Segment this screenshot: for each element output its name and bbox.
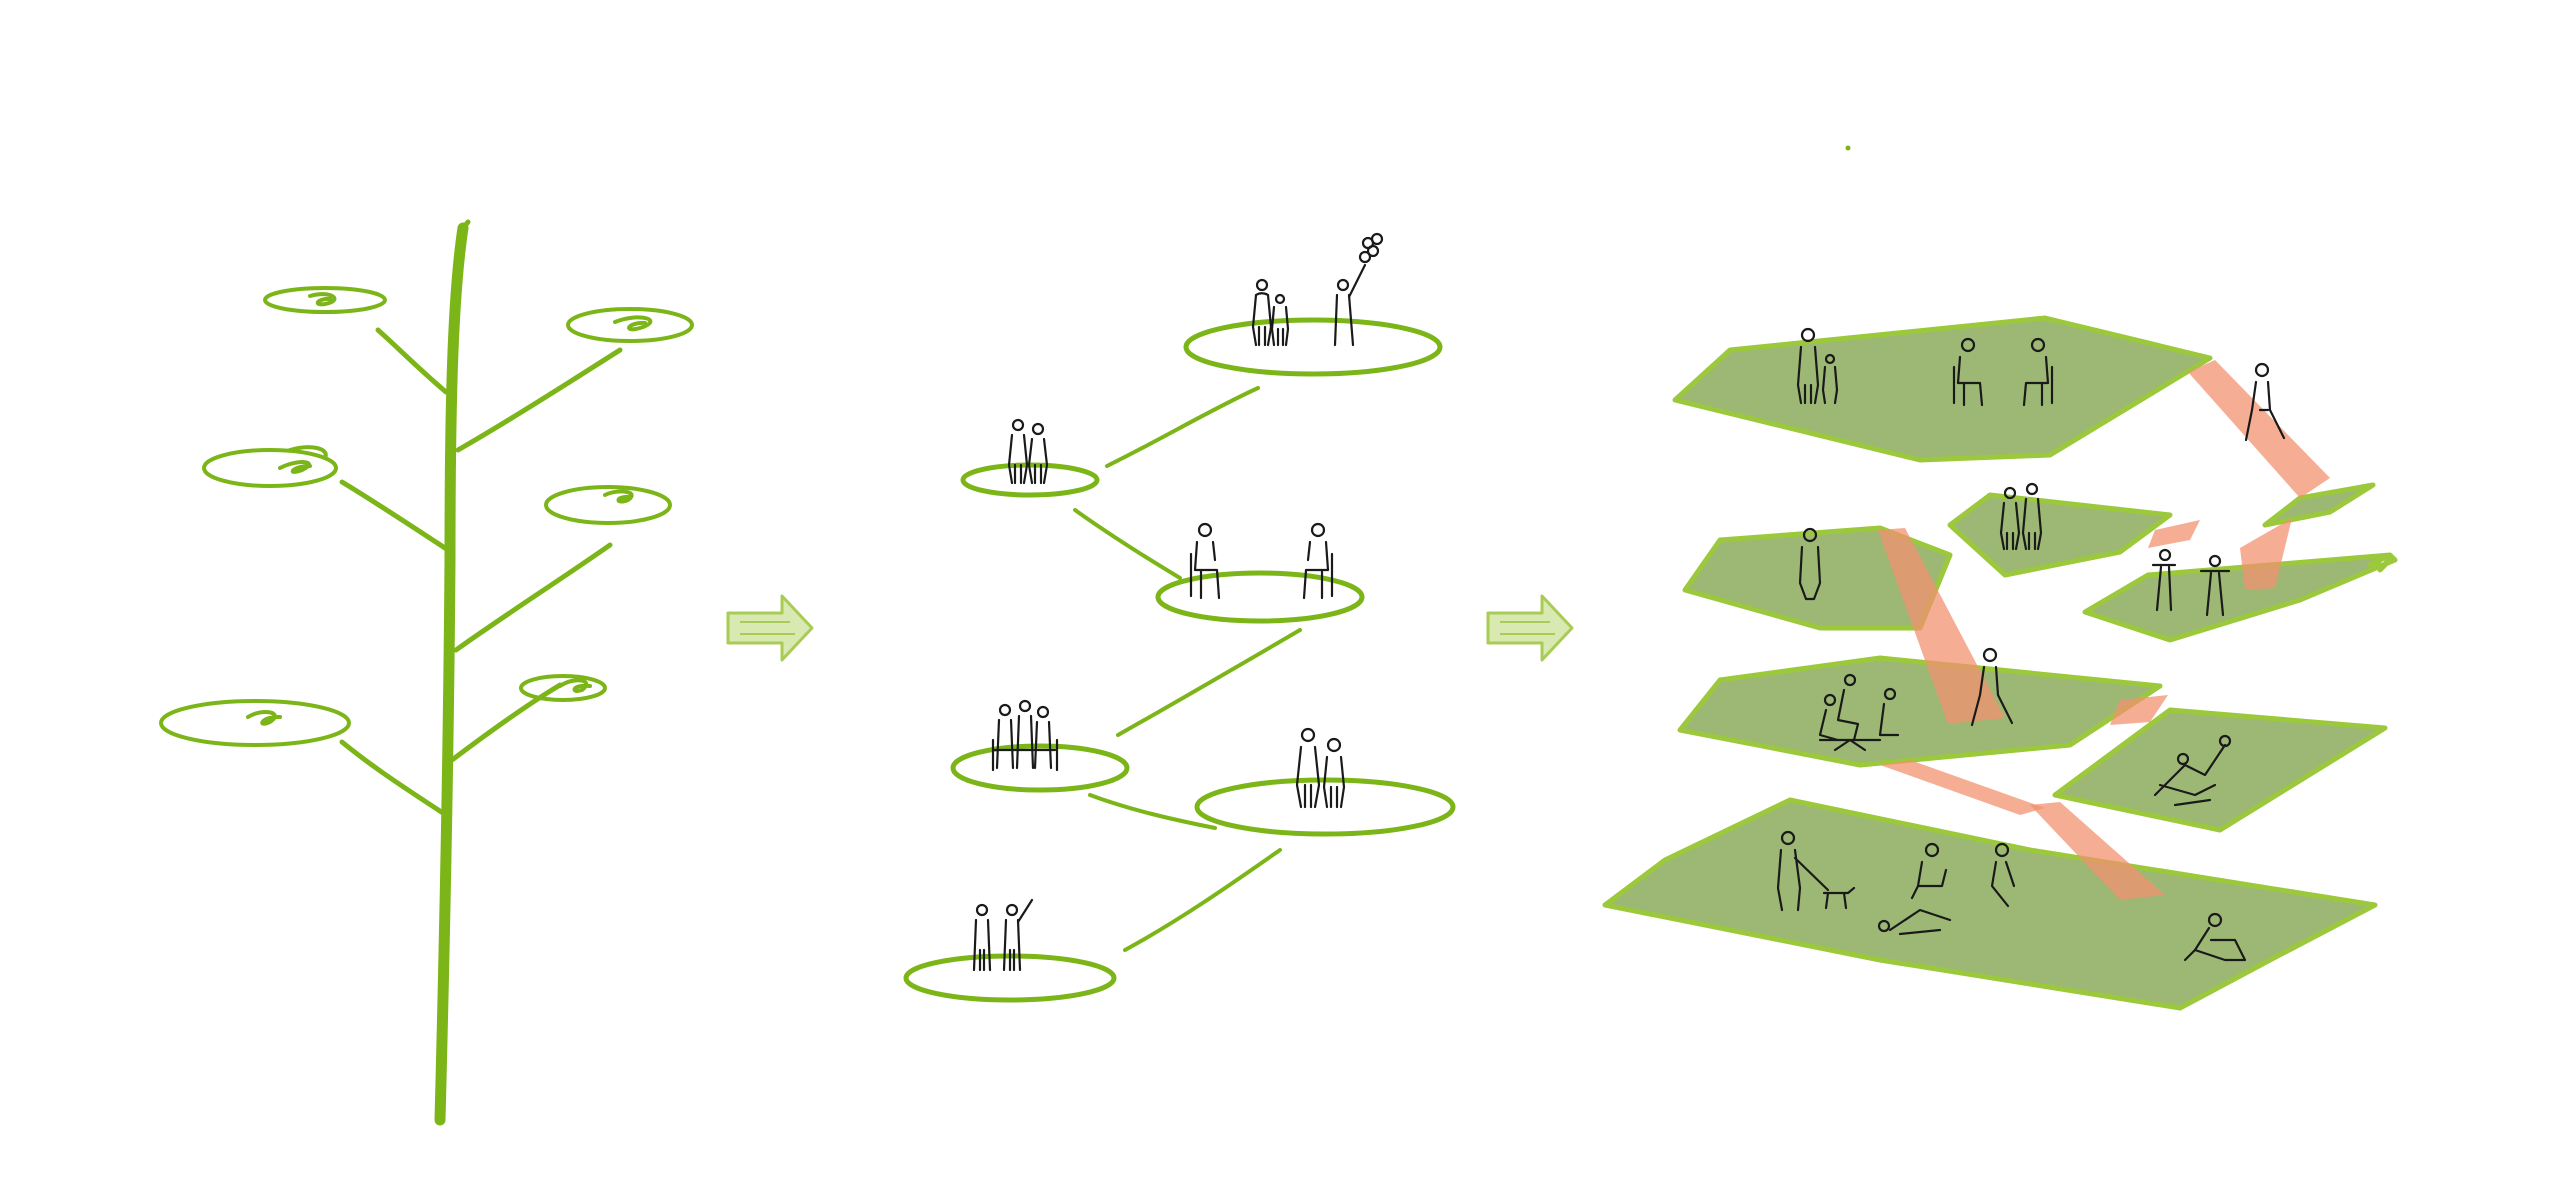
bridge-lower-right [2110, 695, 2168, 725]
group-at-table-icon [991, 699, 1059, 772]
plane-small-right [2262, 482, 2376, 528]
bridge-right-connector [2240, 518, 2292, 590]
connector-3 [1116, 628, 1302, 737]
standing-couple-icon [1007, 418, 1049, 485]
branch-3 [339, 479, 451, 553]
connector-4 [1088, 793, 1217, 830]
sitting-people-icon [1910, 842, 2016, 908]
bridges [1878, 360, 2330, 900]
leaf-pad-5 [519, 674, 607, 702]
branch-6 [339, 739, 449, 818]
arrow-1 [726, 594, 814, 662]
right-arrow-icon [726, 594, 814, 662]
connector-5 [1123, 848, 1282, 952]
plane-top [1672, 315, 2213, 463]
playing-children-icon [2151, 548, 2231, 617]
floating-pads-panel [903, 232, 1456, 1003]
standing-person-icon [1798, 527, 1822, 601]
tree-leaf-pads [159, 286, 694, 747]
leaf-pad-1 [263, 286, 387, 314]
plane-mid-center [1947, 492, 2173, 578]
standing-couple-icon [1999, 482, 2043, 551]
stray-dot [1845, 145, 1851, 151]
bridge-lower-diagonal [1880, 760, 2045, 815]
branch-2 [455, 347, 623, 453]
people-figures-planes [1776, 327, 2286, 962]
plane-lower-right [2052, 707, 2388, 833]
people-figures-pads [972, 232, 1384, 972]
dog-walker-icon [1776, 830, 1856, 912]
standing-couple-icon [1295, 727, 1346, 809]
pad-lower-left [950, 743, 1130, 793]
leaf-pad-3 [202, 445, 338, 488]
seated-person-icon [2022, 337, 2054, 407]
plane-mid-right [2082, 552, 2398, 643]
pad-middle [1155, 570, 1365, 624]
seated-person-icon [1952, 337, 1984, 407]
reclining-people-icon [2153, 734, 2232, 807]
seated-person-icon [1302, 522, 1334, 600]
main-stem-tip [460, 219, 471, 231]
branch-5 [449, 682, 563, 763]
standing-couple-icon [1251, 278, 1290, 347]
connector-2 [1073, 508, 1182, 580]
waving-couple-icon [972, 898, 1034, 972]
leaf-pad-2 [566, 307, 694, 343]
bridge-top-right [2188, 360, 2330, 498]
balloon-person-icon [1333, 232, 1384, 347]
bridge-small [2148, 520, 2200, 548]
pad-connectors [1073, 386, 1302, 952]
main-stem [434, 222, 469, 1126]
walking-person-icon [1970, 647, 2014, 727]
tree-panel [159, 219, 694, 1126]
bridge-bottom-ramp [2030, 802, 2165, 900]
plane-bottom [1602, 797, 2378, 1011]
layered-planes-panel [1602, 315, 2398, 1011]
parent-child-icon [1796, 327, 1839, 405]
seated-person-icon [1189, 522, 1221, 600]
tree-branches [339, 327, 623, 818]
walking-person-icon [2244, 362, 2286, 442]
lying-person-icon [1877, 908, 1952, 936]
green-planes [1602, 315, 2398, 1011]
branch-4 [453, 542, 613, 653]
arrow-2 [1486, 594, 1574, 662]
leaf-pad-6 [159, 699, 351, 747]
right-arrow-icon [1486, 594, 1574, 662]
pad-top [1183, 317, 1443, 377]
plane-mid-left [1682, 525, 1953, 631]
floating-pads [903, 317, 1456, 1003]
leaf-pad-4 [544, 485, 672, 525]
bridge-center-down [1878, 528, 2005, 724]
yoga-person-icon [2183, 912, 2247, 962]
picnic-group-icon [1818, 673, 1900, 752]
branch-1 [375, 327, 449, 395]
connector-1 [1105, 386, 1260, 468]
plane-lower-left [1677, 655, 2163, 768]
